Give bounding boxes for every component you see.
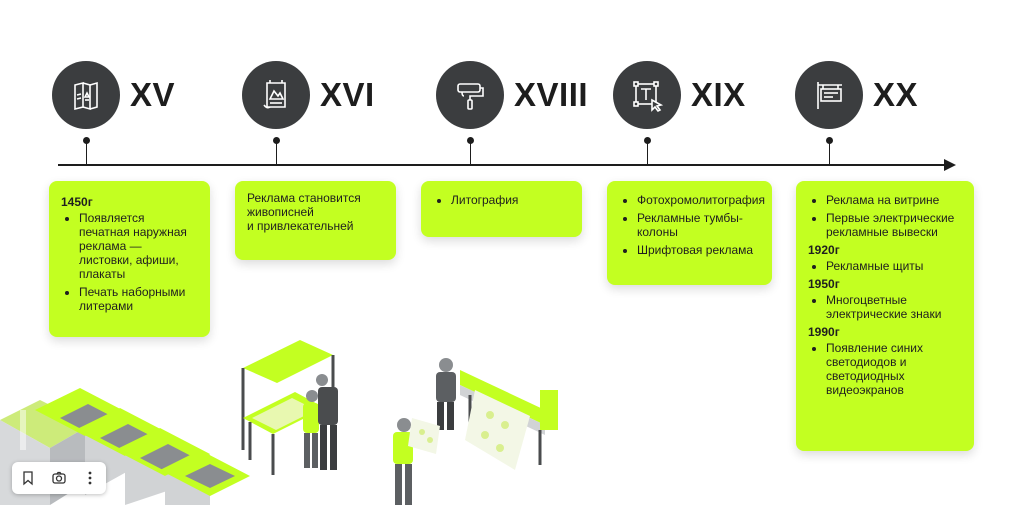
card-list: Многоцветные электрические знаки (808, 293, 962, 321)
camera-icon (52, 471, 66, 484)
image-toolbar (12, 462, 106, 494)
card-text: Реклама становится живописней и привлека… (247, 191, 361, 233)
era-header-xix: XIX (613, 61, 746, 129)
card-item: Литография (451, 193, 570, 207)
plotter-workers (393, 358, 558, 505)
card-item: Появляется печатная наружная реклама — л… (79, 211, 198, 281)
era-header-xv: XV (52, 61, 175, 129)
card-list: Фотохромолитография Рекламные тумбы- кол… (619, 193, 765, 257)
visual-search-button[interactable] (46, 465, 72, 491)
timeline-tick (644, 137, 651, 164)
paint-roller-icon (436, 61, 504, 129)
era-card-xix: Фотохромолитография Рекламные тумбы- кол… (607, 181, 772, 285)
era-card-xv: 1450г Появляется печатная наружная рекла… (49, 181, 210, 337)
timeline-tick (467, 137, 474, 164)
card-item: Первые электрические рекламные вывески (826, 211, 962, 239)
card-item: Появление синих светодиодов и светодиодн… (826, 341, 962, 397)
card-list: Рекламные щиты (808, 259, 962, 273)
more-icon (88, 471, 92, 485)
era-label: XV (130, 76, 176, 113)
card-item: Фотохромолитография (637, 193, 765, 207)
card-item: Рекламные тумбы- колоны (637, 211, 760, 239)
leaflet-icon (52, 61, 120, 129)
era-card-xviii: Литография (421, 181, 582, 237)
timeline-tick (273, 137, 280, 164)
card-year: 1920г (808, 243, 840, 257)
card-list: Появление синих светодиодов и светодиодн… (808, 341, 962, 397)
light-table-workers (241, 340, 338, 475)
card-year: 1950г (808, 277, 840, 291)
card-year: 1450г (61, 195, 93, 209)
card-list: Реклама на витрине Первые электрические … (808, 193, 962, 239)
text-frame-icon (613, 61, 681, 129)
era-label: XVIII (514, 76, 589, 113)
card-item: Печать наборными литерами (79, 285, 198, 313)
era-label: XX (873, 76, 919, 113)
era-card-xx: Реклама на витрине Первые электрические … (796, 181, 974, 451)
timeline-arrow-head (944, 159, 956, 171)
timeline-axis (58, 164, 946, 166)
timeline-tick (83, 137, 90, 164)
era-card-xvi: Реклама становится живописней и привлека… (235, 181, 396, 260)
era-header-xvi: XVI (242, 61, 375, 129)
era-label: XVI (320, 76, 375, 113)
card-year: 1990г (808, 325, 840, 339)
card-item: Шрифтовая реклама (637, 243, 760, 257)
card-item: Многоцветные электрические знаки (826, 293, 962, 321)
card-list: Появляется печатная наружная реклама — л… (61, 211, 198, 313)
poster-icon (242, 61, 310, 129)
timeline-tick (826, 137, 833, 164)
more-options-button[interactable] (77, 465, 103, 491)
era-header-xviii: XVIII (436, 61, 588, 129)
bookmark-icon (23, 471, 33, 486)
era-header-xx: XX (795, 61, 918, 129)
card-list: Литография (433, 193, 570, 207)
signboard-icon (795, 61, 863, 129)
card-item: Рекламные щиты (826, 259, 962, 273)
card-item: Реклама на витрине (826, 193, 962, 207)
bookmark-button[interactable] (15, 465, 41, 491)
era-label: XIX (691, 76, 746, 113)
